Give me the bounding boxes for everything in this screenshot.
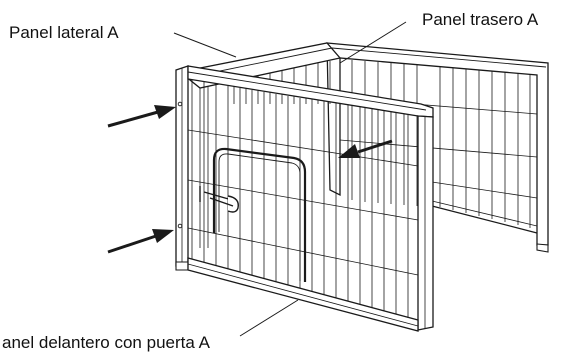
arrow-center [338, 139, 393, 158]
front-panel-bars [187, 80, 419, 318]
door-latch [199, 186, 239, 213]
leader-side-panel [173, 32, 237, 58]
back-panel-bars [339, 60, 538, 228]
label-back-panel: Panel trasero A [422, 10, 539, 29]
rivet-bottom [177, 223, 183, 229]
leader-back-panel [339, 21, 407, 64]
rivet-top [177, 101, 183, 107]
leader-front-panel [239, 299, 299, 337]
arrow-lower-left [107, 229, 174, 254]
door [199, 147, 307, 282]
label-side-panel: Panel lateral A [9, 23, 119, 42]
back-panel [326, 42, 549, 253]
arrow-upper-left [107, 105, 176, 128]
label-front-panel: anel delantero con puerta A [2, 333, 211, 352]
front-panel [175, 65, 434, 332]
